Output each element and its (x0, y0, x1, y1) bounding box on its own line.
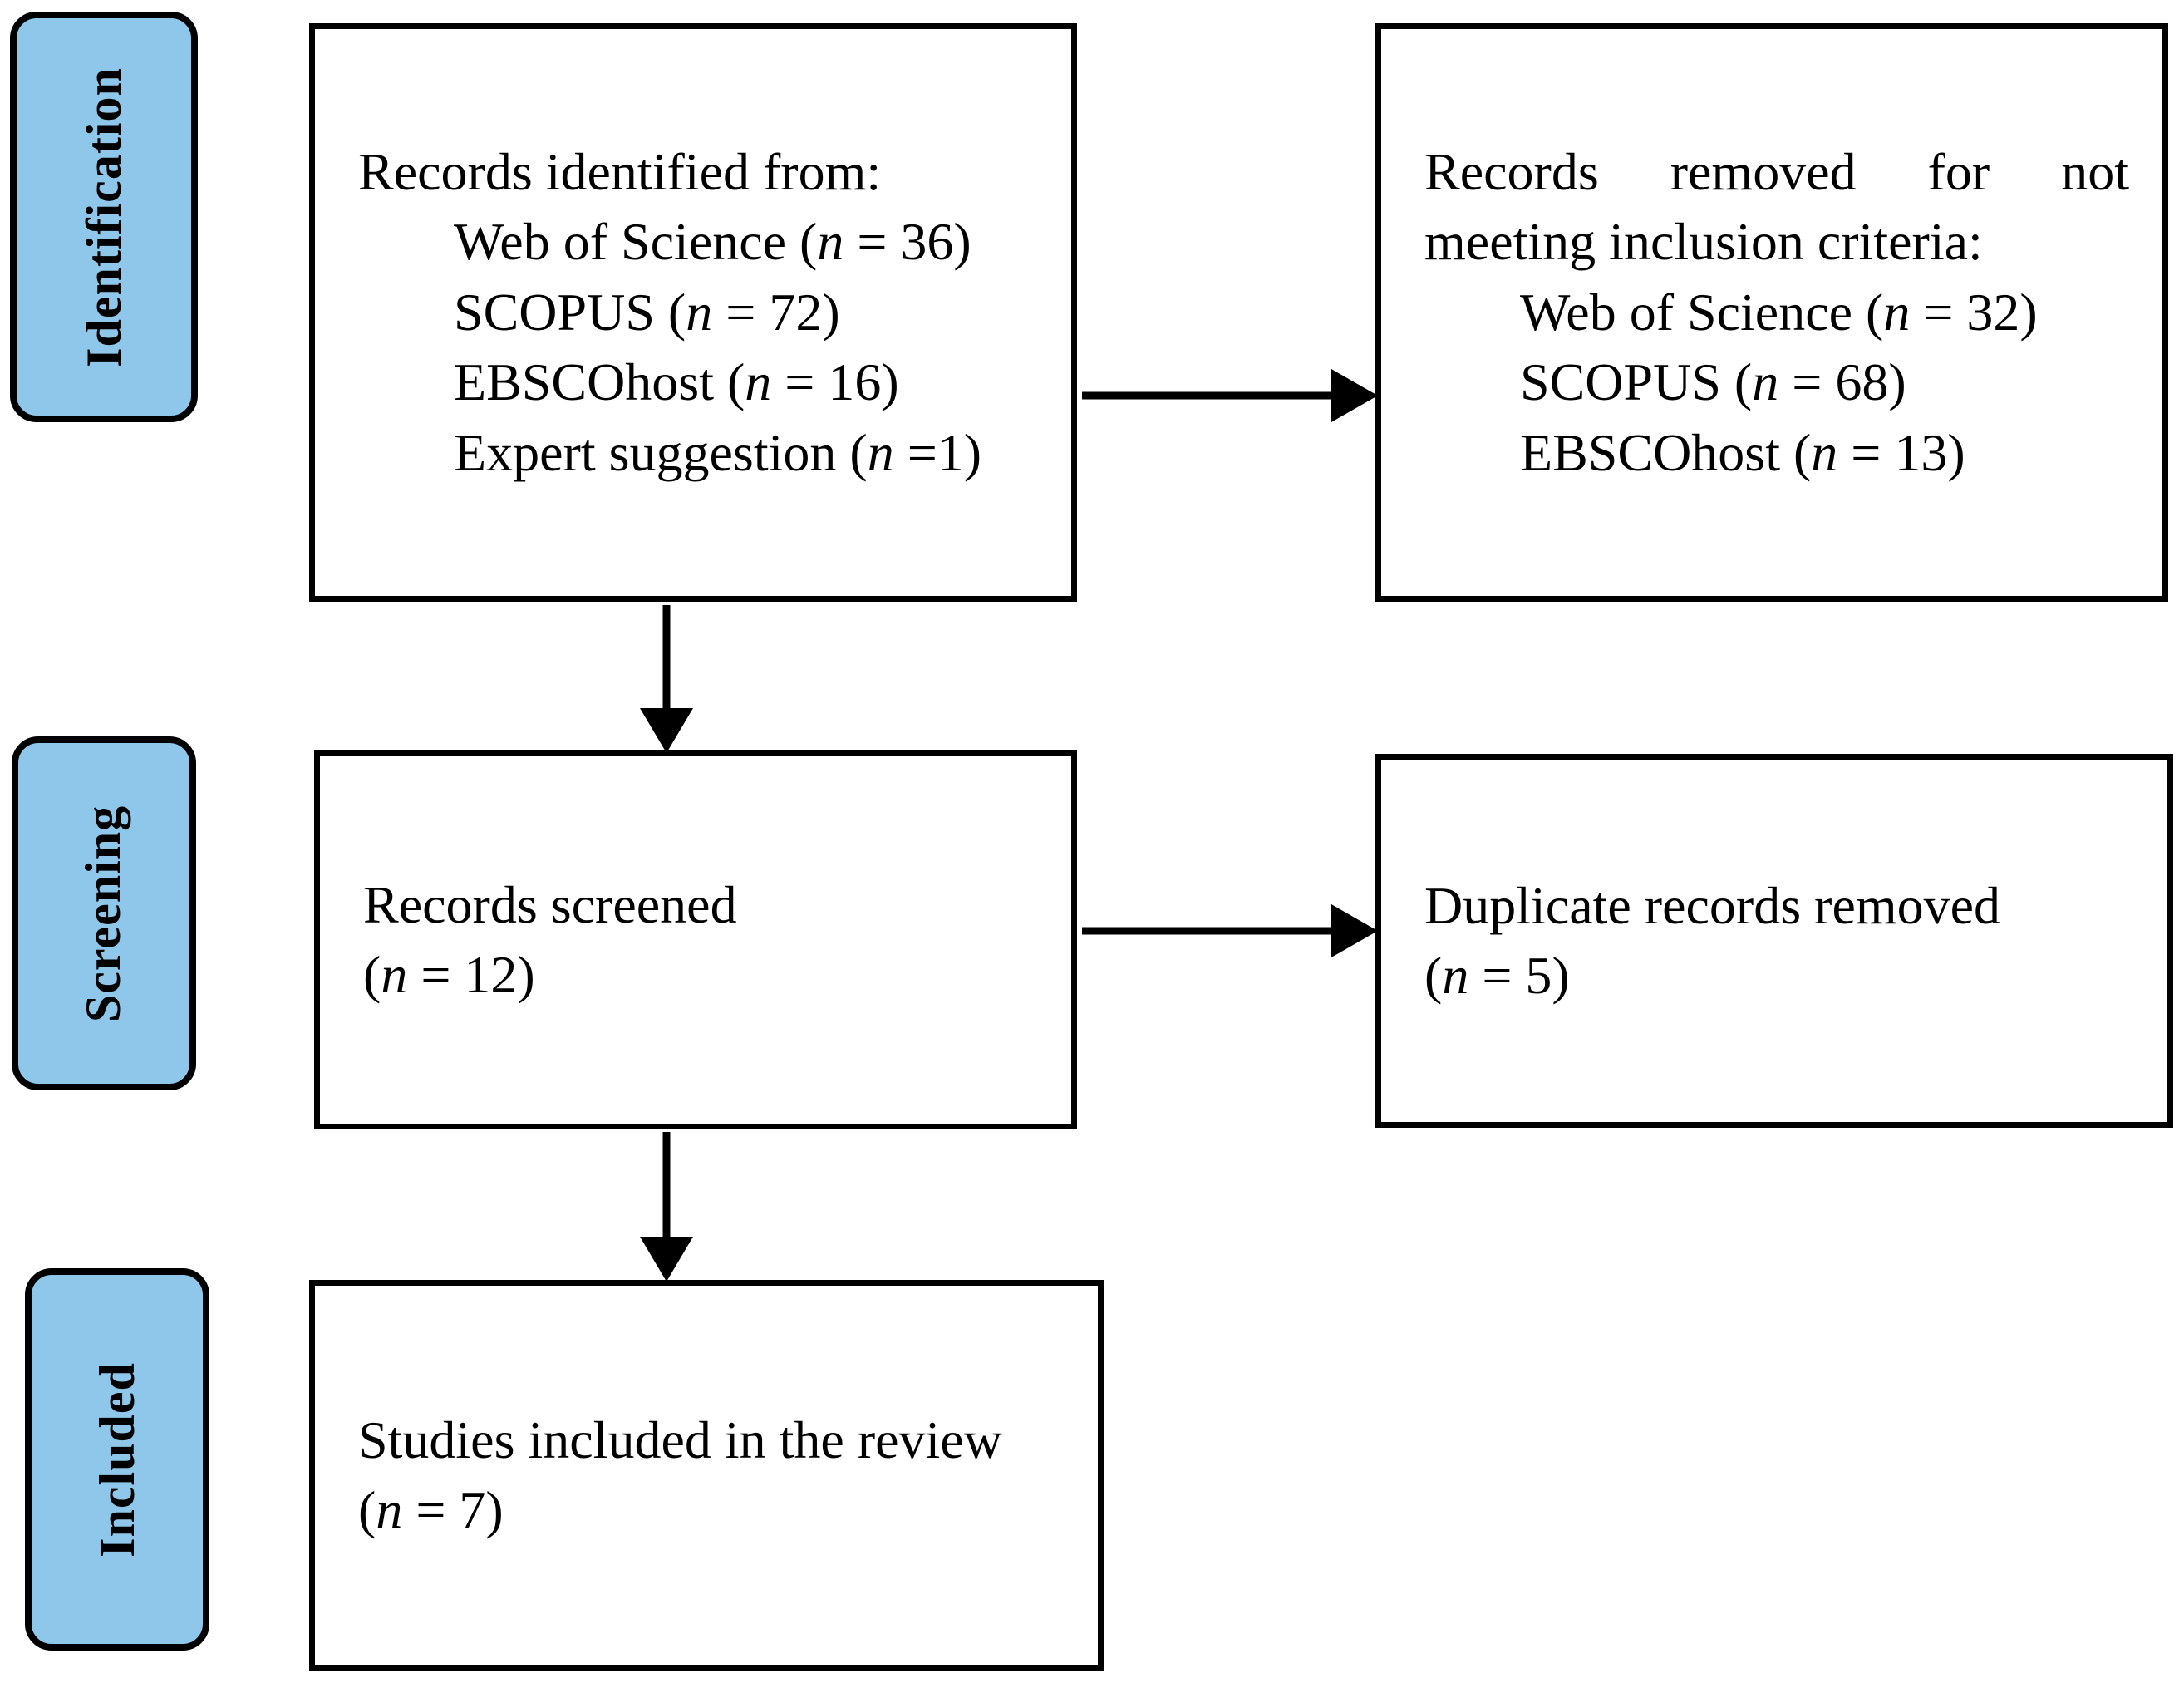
source-item: Web of Science (n = 36) (454, 212, 971, 272)
duplicates-removed-box: Duplicate records removed (n = 5) (1375, 754, 2173, 1128)
arrow-screened-to-duplicates (1082, 904, 1378, 957)
source-item: EBSCOhost (n = 13) (1520, 422, 1965, 482)
stage-label: Included (89, 1361, 145, 1558)
stage-label: Identification (76, 66, 131, 367)
records-removed-box: Records removed for not meeting inclusio… (1375, 23, 2168, 602)
box-title: Records identified from: (358, 141, 882, 201)
source-item: Expert suggestion (n =1) (454, 422, 982, 482)
records-screened-box: Records screened (n = 12) (314, 750, 1077, 1129)
studies-included-box: Studies included in the review (n = 7) (309, 1280, 1104, 1671)
records-identified-box: Records identified from: Web of Science … (309, 23, 1077, 602)
count-line: (n = 12) (363, 945, 535, 1004)
box-title: Duplicate records removed (1424, 875, 2001, 935)
count-line: (n = 7) (358, 1480, 504, 1539)
arrow-identified-to-removed (1082, 369, 1378, 422)
stage-included: Included (25, 1268, 209, 1651)
box-title: Records screened (363, 874, 737, 934)
count-line: (n = 5) (1424, 946, 1570, 1005)
box-title: Records removed for not meeting inclusio… (1424, 141, 2129, 272)
source-item: SCOPUS (n = 68) (1520, 352, 1906, 412)
arrow-screened-to-included (640, 1132, 693, 1282)
stage-identification: Identification (10, 12, 198, 422)
stage-screening: Screening (12, 736, 196, 1090)
stage-label: Screening (76, 805, 131, 1022)
arrow-identified-to-screened (640, 605, 693, 753)
source-item: EBSCOhost (n = 16) (454, 352, 899, 412)
source-item: SCOPUS (n = 72) (454, 282, 840, 342)
source-item: Web of Science (n = 32) (1520, 282, 2038, 342)
box-title: Studies included in the review (358, 1410, 1002, 1469)
